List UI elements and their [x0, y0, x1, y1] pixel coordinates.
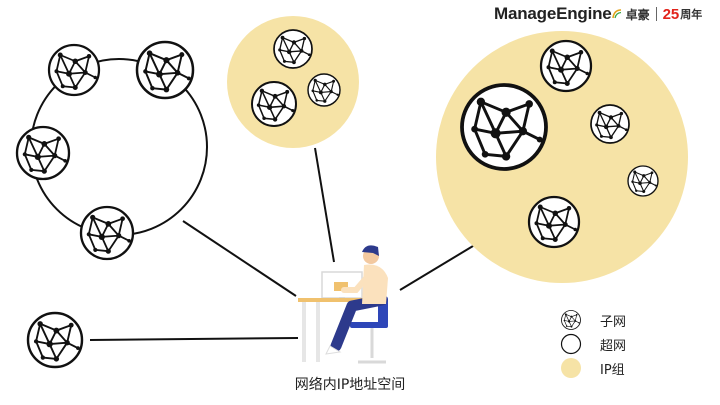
line-supernet — [182, 220, 297, 297]
legend-label: 超网 — [600, 338, 627, 354]
diagram-caption: 网络内IP地址空间 — [294, 377, 406, 393]
subnet-icon — [81, 207, 133, 259]
person-at-desk-illustration — [298, 245, 388, 364]
subnet-icon — [49, 45, 99, 95]
legend-item-subnet: 子网 — [560, 308, 626, 332]
subnet-icon — [541, 41, 591, 91]
ip-group-icon — [560, 357, 582, 379]
brand-name-cn: 卓豪 — [625, 7, 650, 22]
subnet-icon — [137, 42, 193, 98]
legend: 子网 超网 IP组 — [560, 308, 626, 380]
subnet-icon — [28, 313, 82, 367]
legend-item-ip-group: IP组 — [560, 356, 626, 380]
subnet-icon — [17, 127, 69, 179]
line-single-subnet — [89, 337, 299, 341]
legend-item-supernet: 超网 — [560, 332, 626, 356]
subnet-icon — [591, 105, 629, 143]
subnet-icon — [252, 82, 296, 126]
brand-anniversary-unit: 周年 — [680, 8, 703, 21]
brand-logo: ManageEngine 卓豪 25 周年 — [494, 3, 702, 25]
brand-separator — [655, 7, 657, 21]
connector-lines — [89, 147, 479, 341]
supernet-subnets — [17, 42, 193, 259]
legend-label: IP组 — [600, 362, 625, 378]
subnet-icon — [560, 309, 582, 331]
line-small-ip-group — [314, 147, 335, 263]
subnet-icon — [462, 85, 546, 169]
brand-name: ManageEngine — [494, 4, 612, 23]
subnet-icon — [274, 30, 312, 68]
subnet-icon — [529, 197, 579, 247]
brand-arc-icon — [611, 9, 621, 19]
brand-anniversary-number: 25 — [662, 5, 680, 23]
line-large-ip-group — [399, 242, 479, 291]
legend-label: 子网 — [600, 314, 627, 330]
subnet-icon — [628, 166, 658, 196]
subnet-icon — [308, 74, 340, 106]
supernet-icon — [560, 333, 582, 355]
